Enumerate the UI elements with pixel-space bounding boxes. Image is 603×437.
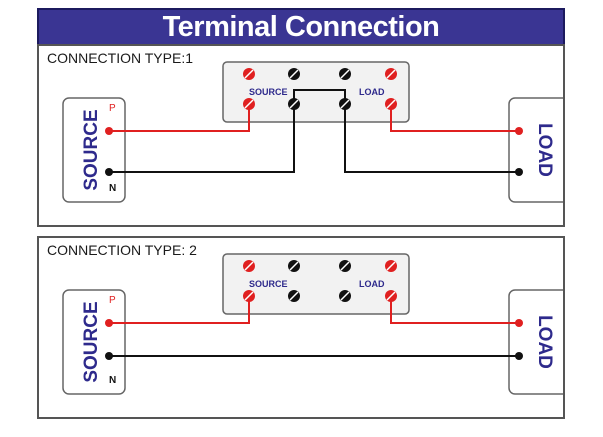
terminal-source-label: SOURCE: [249, 87, 288, 97]
phase-label: P: [109, 103, 116, 114]
screw-row-bottom: [243, 98, 397, 110]
screw-red: [243, 98, 255, 110]
connection-type-1-panel: CONNECTION TYPE:1 SOURCE P N LOAD SOURCE…: [37, 44, 565, 227]
title-banner: Terminal Connection: [37, 8, 565, 46]
load-phase-terminal: [515, 127, 523, 135]
source-label: SOURCE: [81, 109, 102, 190]
source-neutral-terminal: [105, 352, 113, 360]
screw-black: [288, 98, 300, 110]
load-neutral-terminal: [515, 352, 523, 360]
terminal-block: [222, 253, 410, 315]
load-box: [508, 97, 563, 203]
connection-type-2-panel: CONNECTION TYPE: 2 SOURCE P N LOAD SOURC…: [37, 236, 565, 419]
phase-wire-source: [109, 104, 250, 132]
source-phase-terminal: [105, 127, 113, 135]
screw-row-top: [243, 68, 397, 80]
source-neutral-terminal: [105, 168, 113, 176]
load-box: [508, 289, 563, 395]
load-label: LOAD: [534, 123, 555, 177]
screw-black: [288, 290, 300, 302]
screw-black: [339, 290, 351, 302]
phase-wire-load: [390, 104, 519, 132]
neutral-label: N: [109, 183, 116, 194]
neutral-wire-load: [344, 104, 519, 173]
terminal-load-label: LOAD: [359, 87, 385, 97]
wiring-diagram-1: SOURCE P N LOAD SOURCE LOAD: [62, 61, 563, 203]
screw-red: [385, 98, 397, 110]
source-label: SOURCE: [81, 301, 102, 382]
neutral-wire-source: [109, 104, 295, 173]
wiring-diagram-2: SOURCE P N LOAD SOURCE LOAD: [62, 253, 563, 395]
load-neutral-terminal: [515, 168, 523, 176]
screw-black: [339, 260, 351, 272]
screw-black: [288, 260, 300, 272]
screw-row-bottom: [243, 290, 397, 302]
phase-label: P: [109, 295, 116, 306]
neutral-label: N: [109, 375, 116, 386]
phase-wire-source: [109, 296, 250, 324]
load-phase-terminal: [515, 319, 523, 327]
terminal-block: [222, 61, 410, 123]
screw-black: [339, 98, 351, 110]
screw-black: [339, 68, 351, 80]
source-box: [62, 97, 126, 203]
source-phase-terminal: [105, 319, 113, 327]
terminal-load-label: LOAD: [359, 279, 385, 289]
screw-black: [288, 68, 300, 80]
screw-red: [385, 290, 397, 302]
screw-red: [243, 290, 255, 302]
panel-title: CONNECTION TYPE: 2: [47, 242, 197, 258]
neutral-jumper: [293, 89, 346, 104]
screw-row-top: [243, 260, 397, 272]
source-box: [62, 289, 126, 395]
screw-red: [243, 68, 255, 80]
screw-red: [385, 68, 397, 80]
panel-title: CONNECTION TYPE:1: [47, 50, 193, 66]
terminal-source-label: SOURCE: [249, 279, 288, 289]
phase-wire-load: [390, 296, 519, 324]
screw-red: [385, 260, 397, 272]
page-title: Terminal Connection: [162, 11, 440, 43]
load-label: LOAD: [534, 315, 555, 369]
screw-red: [243, 260, 255, 272]
